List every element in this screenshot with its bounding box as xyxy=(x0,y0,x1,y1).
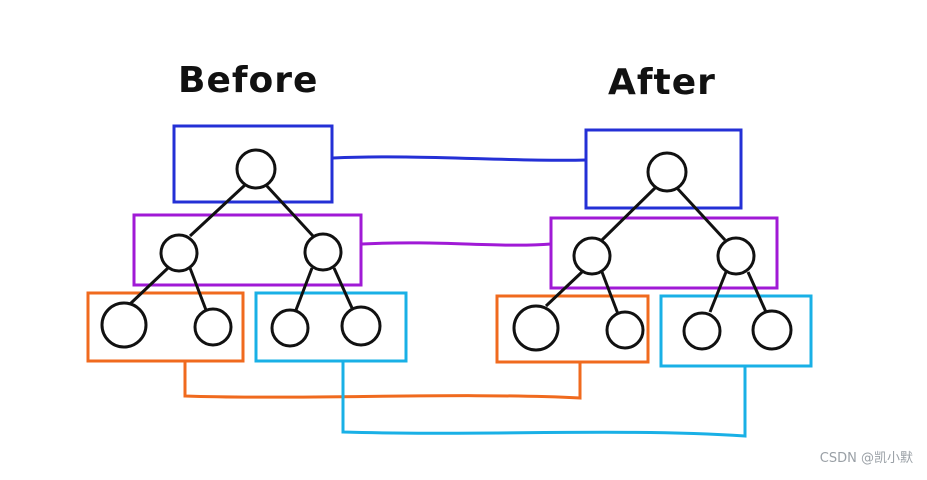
before-left-subtree-box xyxy=(86,291,245,363)
blue-subtree-connector xyxy=(341,362,747,438)
after-root-node xyxy=(646,151,688,193)
after-level2-box xyxy=(549,216,779,290)
after-edge xyxy=(600,186,657,242)
after-node xyxy=(572,236,612,276)
before-leaf-node xyxy=(100,301,148,349)
after-edge xyxy=(600,271,620,315)
before-leaf-node xyxy=(270,308,310,348)
after-left-subtree-box xyxy=(495,294,650,364)
before-node xyxy=(303,232,343,272)
after-edge xyxy=(708,271,728,313)
before-root-node xyxy=(235,148,277,190)
before-node xyxy=(159,233,199,273)
before-edge xyxy=(332,267,354,309)
after-edge xyxy=(544,270,584,308)
after-title: After xyxy=(608,62,716,103)
before-level2-box xyxy=(132,213,363,287)
before-tree xyxy=(86,124,408,363)
after-leaf-node xyxy=(512,304,560,352)
level2-connector xyxy=(361,241,552,247)
before-leaf-node xyxy=(340,305,382,347)
before-edge xyxy=(294,267,314,311)
after-tree xyxy=(495,128,813,368)
before-right-subtree-box xyxy=(254,291,408,363)
watermark: CSDN @凯小默 xyxy=(819,451,913,466)
after-edge xyxy=(675,186,727,242)
after-right-subtree-box xyxy=(659,294,813,368)
after-edge xyxy=(746,271,768,313)
before-edge xyxy=(188,183,247,238)
after-leaf-node xyxy=(605,310,645,350)
before-title: Before xyxy=(178,60,319,101)
before-edge xyxy=(264,183,315,238)
before-edge xyxy=(188,267,208,311)
before-leaf-node xyxy=(193,307,233,347)
after-level1-box xyxy=(584,128,743,210)
before-level1-box xyxy=(172,124,334,204)
level1-connector xyxy=(332,155,587,162)
after-leaf-node xyxy=(682,311,722,351)
orange-subtree-connector xyxy=(183,362,582,400)
after-leaf-node xyxy=(751,309,793,351)
before-edge xyxy=(128,266,170,306)
after-node xyxy=(716,236,756,276)
